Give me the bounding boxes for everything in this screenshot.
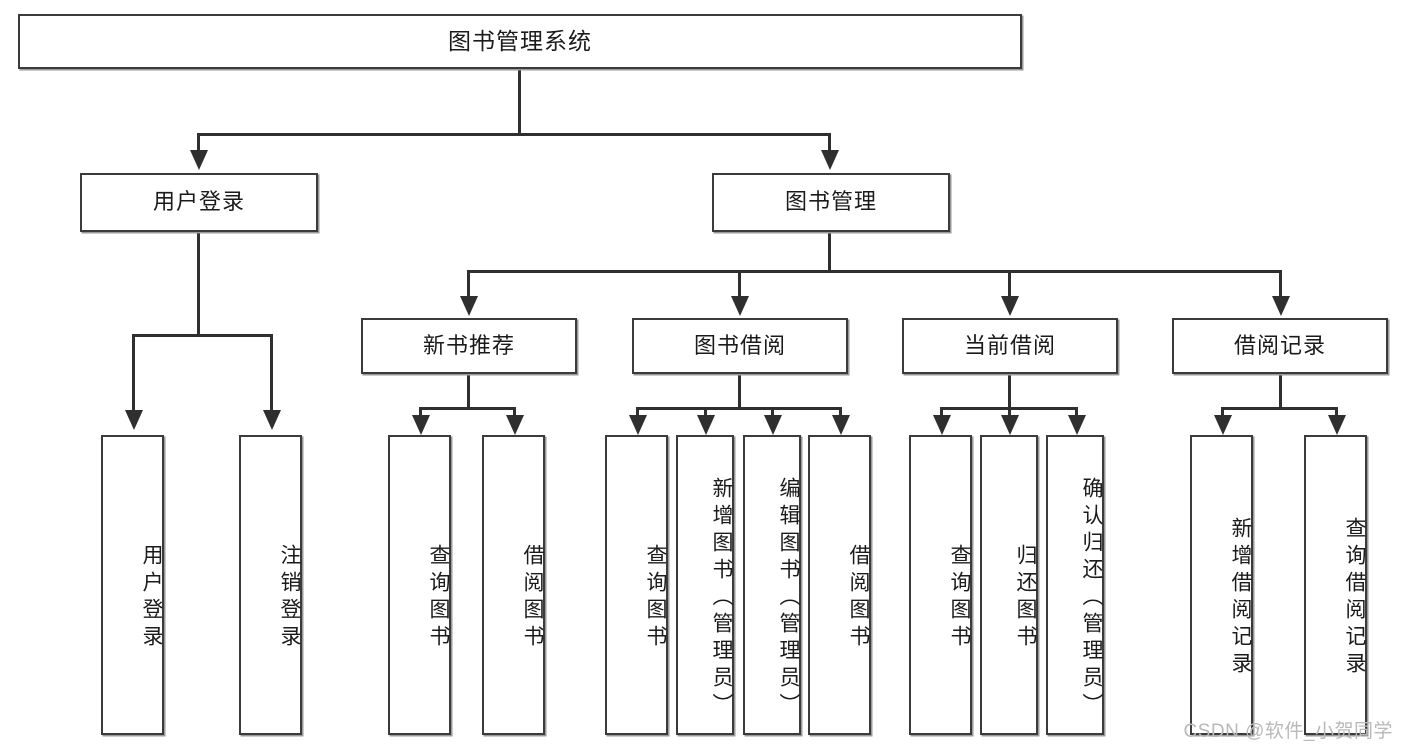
connector-bookborrow-drop-1	[636, 407, 639, 419]
connector-newbook-drop-2	[513, 407, 516, 419]
leaf-book-borrow-add[interactable]: 新增图书（管理员）	[676, 435, 734, 735]
connector-bookborrow-drop-2	[704, 407, 707, 419]
connector-bookborrow-stem	[738, 374, 741, 410]
leaf-current-borrow-query-label: 查询图书	[948, 544, 971, 652]
connector-borrowrecord-stem	[1279, 374, 1282, 410]
node-book-management-label: 图书管理	[784, 189, 877, 215]
arrow-bookborrow-3	[764, 415, 782, 435]
arrow-newbook-2	[506, 415, 524, 435]
connector-level1-drop-2	[828, 133, 831, 153]
node-borrow-record[interactable]: 借阅记录	[1172, 318, 1388, 374]
connector-bookborrow-drop-3	[771, 407, 774, 419]
connector-newbook-stem	[467, 374, 470, 410]
node-user-login-label: 用户登录	[152, 189, 245, 215]
node-new-book-recommend[interactable]: 新书推荐	[361, 318, 577, 374]
node-root-system-label: 图书管理系统	[448, 27, 592, 54]
leaf-borrow-record-add-label: 新增借阅记录	[1229, 517, 1252, 679]
leaf-book-borrow-edit-label: 编辑图书（管理员）	[777, 476, 800, 720]
connector-userlogin-bar	[133, 334, 273, 337]
connector-newbook-bar	[420, 407, 516, 410]
arrow-userlogin-1	[125, 410, 143, 430]
connector-userlogin-drop-2	[270, 334, 273, 412]
connector-borrowrecord-drop-2	[1335, 407, 1338, 419]
leaf-current-borrow-return[interactable]: 归还图书	[980, 435, 1038, 735]
node-root-system[interactable]: 图书管理系统	[18, 14, 1022, 69]
connector-currentborrow-drop-3	[1075, 407, 1078, 419]
connector-level2-bar	[468, 270, 1282, 273]
leaf-new-book-query-label: 查询图书	[427, 544, 450, 652]
leaf-current-borrow-return-label: 归还图书	[1014, 544, 1037, 652]
connector-level2-drop-2	[738, 270, 741, 298]
arrow-borrowrecord-1	[1214, 415, 1232, 435]
arrow-currentborrow-3	[1068, 415, 1086, 435]
node-user-login[interactable]: 用户登录	[80, 173, 318, 232]
arrow-bookborrow-2	[697, 415, 715, 435]
arrow-newbook-1	[412, 415, 430, 435]
node-book-management[interactable]: 图书管理	[712, 173, 950, 232]
leaf-book-borrow-query-label: 查询图书	[644, 544, 667, 652]
arrow-borrowrecord-2	[1328, 415, 1346, 435]
arrow-level2-4	[1272, 296, 1290, 316]
leaf-user-login-logout[interactable]: 注销登录	[239, 435, 302, 735]
arrow-userlogin-2	[263, 410, 281, 430]
leaf-current-borrow-query[interactable]: 查询图书	[909, 435, 972, 735]
connector-userlogin-stem	[197, 232, 200, 336]
connector-bookborrow-bar	[637, 407, 841, 410]
leaf-new-book-query[interactable]: 查询图书	[388, 435, 451, 735]
csdn-watermark: CSDN @软件_小贺同学	[1183, 721, 1393, 742]
connector-bookborrow-drop-4	[839, 407, 842, 419]
arrow-level2-1	[460, 296, 478, 316]
connector-level2-drop-4	[1279, 270, 1282, 298]
leaf-book-borrow-query[interactable]: 查询图书	[605, 435, 668, 735]
leaf-user-login-logout-label: 注销登录	[278, 544, 301, 652]
leaf-borrow-record-query[interactable]: 查询借阅记录	[1304, 435, 1367, 735]
leaf-user-login-login[interactable]: 用户登录	[101, 435, 164, 735]
node-new-book-recommend-label: 新书推荐	[422, 332, 515, 358]
connector-currentborrow-drop-1	[940, 407, 943, 419]
connector-level2-drop-1	[467, 270, 470, 298]
node-book-borrow-label: 图书借阅	[693, 332, 786, 358]
connector-newbook-drop-1	[419, 407, 422, 419]
leaf-book-borrow-edit[interactable]: 编辑图书（管理员）	[743, 435, 801, 735]
node-book-borrow[interactable]: 图书借阅	[632, 318, 848, 374]
arrow-level2-2	[731, 296, 749, 316]
arrow-bookborrow-1	[629, 415, 647, 435]
leaf-current-borrow-confirm-label: 确认归还（管理员）	[1080, 476, 1103, 720]
connector-bookmgmt-stem	[828, 232, 831, 272]
connector-borrowrecord-bar	[1222, 407, 1338, 410]
connector-level2-drop-3	[1008, 270, 1011, 298]
leaf-borrow-record-query-label: 查询借阅记录	[1343, 517, 1366, 679]
leaf-book-borrow-borrow-label: 借阅图书	[847, 544, 870, 652]
leaf-current-borrow-confirm[interactable]: 确认归还（管理员）	[1046, 435, 1104, 735]
connector-currentborrow-stem	[1008, 374, 1011, 410]
leaf-new-book-borrow-label: 借阅图书	[521, 544, 544, 652]
connector-userlogin-drop-1	[132, 334, 135, 412]
leaf-book-borrow-add-label: 新增图书（管理员）	[710, 476, 733, 720]
node-borrow-record-label: 借阅记录	[1233, 332, 1326, 358]
connector-level1-drop-1	[197, 133, 200, 153]
connector-level1-bar	[198, 133, 830, 136]
arrow-level1-2	[821, 150, 839, 170]
node-current-borrow[interactable]: 当前借阅	[902, 318, 1118, 374]
arrow-level2-3	[1001, 296, 1019, 316]
connector-borrowrecord-drop-1	[1221, 407, 1224, 419]
leaf-book-borrow-borrow[interactable]: 借阅图书	[808, 435, 871, 735]
leaf-user-login-login-label: 用户登录	[140, 544, 163, 652]
arrow-level1-1	[190, 150, 208, 170]
arrow-bookborrow-4	[832, 415, 850, 435]
connector-root-stem	[518, 69, 521, 135]
connector-currentborrow-drop-2	[1008, 407, 1011, 419]
arrow-currentborrow-1	[933, 415, 951, 435]
node-current-borrow-label: 当前借阅	[963, 332, 1056, 358]
leaf-new-book-borrow[interactable]: 借阅图书	[482, 435, 545, 735]
arrow-currentborrow-2	[1001, 415, 1019, 435]
leaf-borrow-record-add[interactable]: 新增借阅记录	[1190, 435, 1253, 735]
